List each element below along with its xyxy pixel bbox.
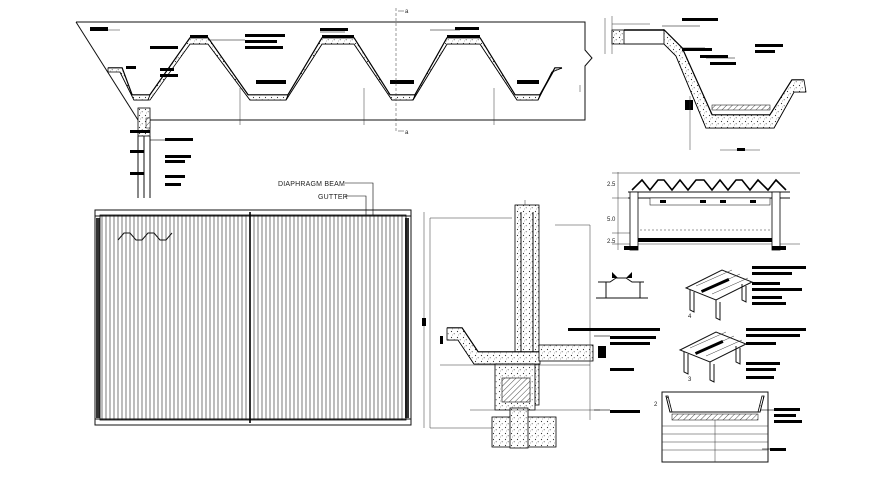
- elev-dim-top: 2.5: [607, 182, 616, 188]
- gutter-detail-2: 2: [654, 391, 802, 463]
- detail-number-2: 2: [654, 402, 658, 408]
- roof-plan: DIAPHRAGM BEAM GUTTER: [94, 181, 426, 428]
- elev-dim-bottom: 2.5: [607, 239, 616, 245]
- section-mark-top: a: [405, 9, 409, 15]
- iso-detail-4: 4: [684, 266, 806, 321]
- section-mark-bottom: a: [405, 130, 409, 136]
- detail-number-3: 3: [688, 377, 692, 383]
- folded-plate-section: a a: [75, 8, 593, 136]
- fold-detail-section: [604, 16, 807, 151]
- iso-detail-3: 3: [678, 328, 806, 383]
- elev-dim-middle: 5.0: [607, 217, 616, 223]
- detail-number-4: 4: [688, 314, 692, 320]
- connection-detail: [596, 272, 648, 299]
- column-stub-detail: [130, 107, 193, 198]
- roof-elevation: 2.5 5.0 2.5: [607, 172, 800, 251]
- label-diaphragm-beam: DIAPHRAGM BEAM: [278, 181, 345, 188]
- gutter-column-section: [429, 200, 660, 449]
- label-gutter: GUTTER: [318, 194, 348, 201]
